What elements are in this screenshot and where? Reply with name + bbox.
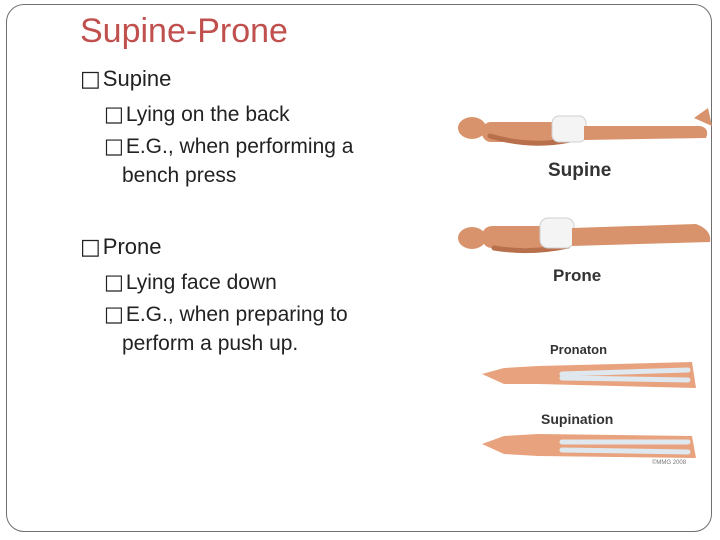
feet-shape — [694, 108, 712, 126]
supine-body-illustration — [458, 108, 712, 146]
bullet-prone-item-1: □Lying face down — [104, 270, 277, 295]
pronation-arm-illustration — [482, 362, 696, 388]
bullet-square-icon: □ — [104, 302, 124, 326]
bullet-continuation: perform a push up. — [122, 332, 299, 355]
bone-shape — [559, 367, 691, 377]
bullet-prone-item-2: □E.G., when preparing to — [104, 302, 348, 327]
bullet-square-icon: □ — [80, 67, 101, 92]
shorts-shape — [551, 115, 587, 143]
bone-shape — [559, 375, 691, 383]
slide-title: Supine-Prone — [80, 12, 288, 50]
copyright-text: ©MMG 2008 — [652, 460, 687, 466]
bone-shape — [559, 447, 691, 455]
supination-label: Supination — [541, 411, 614, 427]
bullet-prone: □Prone — [80, 234, 162, 260]
bullet-text: Lying on the back — [125, 103, 290, 126]
prone-label: Prone — [553, 266, 602, 285]
head-shape — [458, 117, 486, 139]
shorts-shape — [539, 217, 575, 249]
supine-label: Supine — [548, 160, 612, 181]
prone-body-illustration — [458, 217, 711, 254]
legs-shape — [572, 224, 711, 246]
bullet-continuation: bench press — [122, 164, 237, 187]
pronation-label: Pronaton — [550, 342, 608, 357]
bullet-square-icon: □ — [104, 102, 124, 126]
section-heading-supine: Supine — [102, 66, 172, 91]
bullet-square-icon: □ — [104, 270, 124, 294]
section-heading-prone: Prone — [102, 234, 162, 259]
bullet-supine-item-2: □E.G., when performing a — [104, 134, 353, 159]
bullet-supine-item-1: □Lying on the back — [104, 102, 290, 127]
bullet-text: E.G., when preparing to — [125, 303, 348, 326]
bullet-square-icon: □ — [104, 134, 124, 158]
bullet-text: E.G., when performing a — [125, 135, 354, 158]
supination-arm-illustration — [482, 434, 696, 458]
head-shape — [458, 227, 486, 249]
torso-shape — [482, 122, 570, 142]
bullet-supine: □Supine — [80, 66, 171, 92]
legs-shape — [584, 126, 708, 140]
bullet-text: Lying face down — [125, 271, 277, 294]
arm-skin-shape — [482, 434, 696, 458]
bullet-square-icon: □ — [80, 235, 101, 260]
